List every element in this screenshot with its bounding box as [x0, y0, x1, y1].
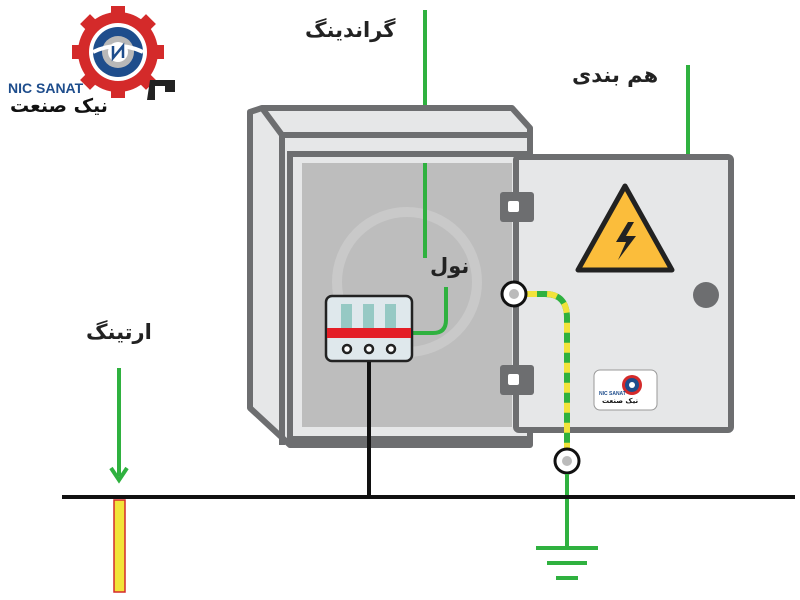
- circuit-breaker: [324, 294, 414, 363]
- arrow-down-icon: [109, 368, 129, 484]
- logo-gear-icon: [72, 6, 175, 100]
- label-bonding: هم بندی: [572, 63, 659, 87]
- door-knob: [693, 282, 719, 308]
- electrical-enclosure: [247, 105, 533, 448]
- earth-rod: [113, 499, 126, 593]
- door-logo-text-persian: نیک صنعت: [602, 397, 639, 405]
- door-logo-gear-icon: [622, 375, 642, 395]
- logo-text-latin: NIC SANAT: [8, 80, 84, 96]
- high-voltage-warning-icon: [575, 183, 675, 273]
- door-logo-text-latin: NIC SANAT: [599, 391, 626, 397]
- label-neutral: نول: [430, 254, 470, 278]
- label-grounding: گراندینگ: [305, 18, 396, 42]
- bonding-jumper-wire: [527, 291, 570, 460]
- ground-symbol-icon: [536, 546, 598, 580]
- logo-text-persian: نیک صنعت: [10, 95, 108, 117]
- neutral-wire: [412, 287, 448, 335]
- label-earthing: ارتینگ: [86, 320, 152, 344]
